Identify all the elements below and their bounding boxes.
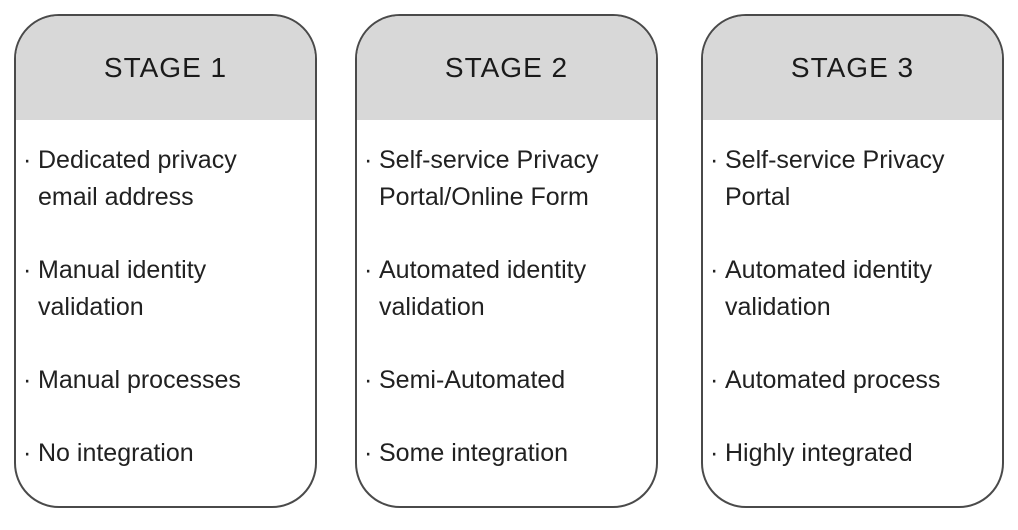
bullet-marker: ·	[364, 366, 373, 394]
list-item-text: Dedicated privacy email address	[38, 146, 237, 211]
bullet-marker: ·	[364, 439, 373, 467]
bullet-marker: ·	[710, 256, 719, 284]
stage-1-header: STAGE 1	[16, 16, 315, 120]
bullet-marker: ·	[23, 146, 32, 174]
stage-3-title: STAGE 3	[790, 52, 915, 83]
list-item-text: Automated identity validation	[725, 256, 933, 321]
list-item: · Semi-Automated	[364, 362, 644, 399]
bullet-marker: ·	[23, 439, 32, 467]
stage-3-item-list: · Self-service Privacy Portal · Automate…	[703, 120, 1002, 472]
stage-2-item-list: · Self-service Privacy Portal/Online For…	[357, 120, 656, 472]
list-item-text: Highly integrated	[725, 439, 913, 467]
list-item-text: Self-service Privacy Portal	[725, 146, 945, 211]
list-item: · No integration	[23, 435, 303, 472]
bullet-marker: ·	[23, 256, 32, 284]
stage-card-1: STAGE 1 · Dedicated privacy email addres…	[14, 14, 317, 508]
list-item-text: Self-service Privacy Portal/Online Form	[379, 146, 599, 211]
list-item: · Self-service Privacy Portal	[710, 142, 990, 216]
list-item: · Manual identity validation	[23, 252, 303, 326]
list-item: · Self-service Privacy Portal/Online For…	[364, 142, 644, 216]
bullet-marker: ·	[710, 146, 719, 174]
stage-2-header: STAGE 2	[357, 16, 656, 120]
list-item-text: No integration	[38, 439, 194, 467]
stage-2-title: STAGE 2	[444, 52, 569, 83]
list-item-text: Manual identity validation	[38, 256, 207, 321]
list-item: · Automated process	[710, 362, 990, 399]
stage-3-header: STAGE 3	[703, 16, 1002, 120]
list-item-text: Some integration	[379, 439, 569, 467]
list-item-text: Automated process	[725, 366, 941, 394]
list-item-text: Manual processes	[38, 366, 241, 394]
stage-card-3: STAGE 3 · Self-service Privacy Portal · …	[701, 14, 1004, 508]
stage-1-item-list: · Dedicated privacy email address · Manu…	[16, 120, 315, 472]
stage-1-title: STAGE 1	[103, 52, 228, 83]
bullet-marker: ·	[710, 366, 719, 394]
list-item: · Automated identity validation	[364, 252, 644, 326]
bullet-marker: ·	[364, 146, 373, 174]
list-item: · Automated identity validation	[710, 252, 990, 326]
stage-card-2: STAGE 2 · Self-service Privacy Portal/On…	[355, 14, 658, 508]
list-item: · Some integration	[364, 435, 644, 472]
list-item: · Manual processes	[23, 362, 303, 399]
bullet-marker: ·	[364, 256, 373, 284]
list-item: · Highly integrated	[710, 435, 990, 472]
list-item-text: Semi-Automated	[379, 366, 566, 394]
bullet-marker: ·	[23, 366, 32, 394]
list-item: · Dedicated privacy email address	[23, 142, 303, 216]
list-item-text: Automated identity validation	[379, 256, 587, 321]
bullet-marker: ·	[710, 439, 719, 467]
